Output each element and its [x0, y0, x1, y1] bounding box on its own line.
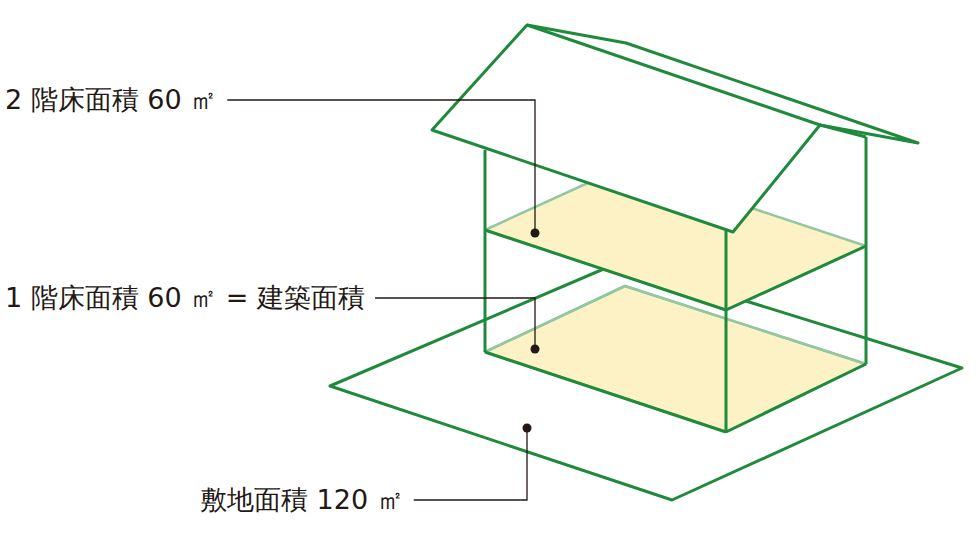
leader-line: [375, 298, 535, 349]
first-floor-plate: [485, 286, 866, 432]
wall-edge: [484, 150, 487, 352]
area-label: 2 階床面積 60 ㎡: [5, 84, 217, 116]
leader-line: [227, 100, 535, 233]
roof-plane: [432, 25, 820, 232]
roof-edge: [527, 25, 918, 143]
wall-edge: [726, 364, 866, 432]
area-label: 1 階床面積 60 ㎡ = 建築面積: [5, 282, 365, 314]
first-floor-inner: [485, 286, 866, 364]
area-label: 敷地面積 120 ㎡: [200, 484, 404, 516]
floor-line: [726, 246, 866, 310]
gable-edge: [820, 125, 866, 137]
point-dot: [523, 424, 532, 433]
wall-edge: [865, 137, 868, 364]
wall-edge: [485, 352, 726, 432]
wall-edge: [725, 230, 728, 432]
point-dot: [531, 229, 540, 238]
leader-line: [414, 428, 527, 500]
point-dot: [531, 345, 540, 354]
